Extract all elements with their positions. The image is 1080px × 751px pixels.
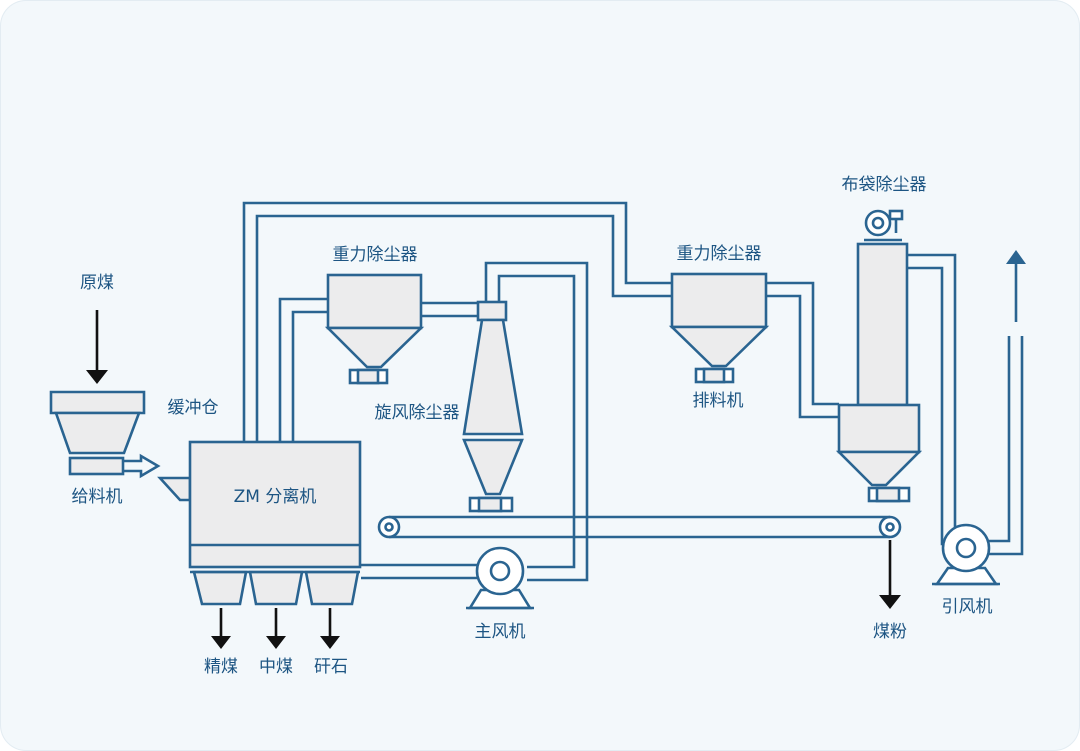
pipe-separator-to-gravity1-inner: [291, 310, 328, 442]
label-coal-powder: 煤粉: [873, 622, 907, 642]
pipe-fan-to-stack-outer: [979, 336, 1024, 556]
feeder-output-arrow: [124, 453, 161, 479]
pipe-gravity2-to-bag-outer: [766, 281, 839, 406]
pipe-separator-to-gravity1-outer: [278, 297, 328, 442]
coal-powder-arrow: [879, 540, 901, 609]
pipe-cyclone-to-mainfan-outer: [484, 261, 589, 582]
pipe-bag-to-fan-inner: [907, 266, 944, 530]
label-zm-separator: ZM 分离机: [234, 487, 317, 507]
buffer-bin-chute: [157, 476, 192, 502]
pipe-separator-to-gravity2-inner: [255, 214, 672, 442]
conveyor-belt: [377, 515, 902, 539]
pipes: [242, 201, 1024, 582]
pipe-fan-to-stack-inner: [979, 336, 1011, 543]
label-discharger: 排料机: [693, 391, 744, 411]
label-main-fan: 主风机: [475, 622, 526, 642]
pipe-bag-to-fan-outer: [907, 253, 957, 530]
bag-dust-collector: [835, 209, 923, 503]
product-arrows: [211, 608, 340, 649]
label-gravity-dust-collector-1: 重力除尘器: [333, 245, 418, 265]
label-feeder: 给料机: [72, 487, 123, 507]
cyclone-dust-collector: [462, 300, 524, 513]
label-buffer-bin: 缓冲仓: [168, 398, 219, 418]
gravity-dust-collector-2: [668, 272, 770, 384]
main-fan: [466, 546, 534, 610]
label-induced-draft-fan: 引风机: [942, 597, 993, 617]
zm-separator: [188, 440, 362, 606]
induced-draft-fan: [932, 523, 1000, 586]
label-clean-coal: 精煤: [204, 657, 238, 677]
labels: 原煤 给料机 缓冲仓 ZM 分离机 重力除尘器 旋风除尘器 重力除尘器 排料机 …: [72, 175, 993, 677]
exhaust-stack-arrow: [1006, 250, 1026, 322]
label-raw-coal: 原煤: [80, 273, 114, 293]
label-middle-coal: 中煤: [259, 657, 293, 677]
label-cyclone-dust-collector: 旋风除尘器: [375, 403, 460, 423]
pipe-cyclone-to-mainfan-inner: [497, 274, 576, 569]
gravity-dust-collector-1: [324, 273, 425, 385]
label-bag-dust-collector: 布袋除尘器: [842, 175, 927, 195]
pipe-gravity2-to-bag-inner: [766, 294, 839, 419]
raw-coal-arrow: [86, 310, 108, 384]
pipe-separator-to-gravity2-outer: [242, 201, 672, 442]
label-gravity-dust-collector-2: 重力除尘器: [677, 244, 762, 264]
label-gangue: 矸石: [314, 657, 348, 677]
feeder-hopper: [49, 390, 161, 479]
